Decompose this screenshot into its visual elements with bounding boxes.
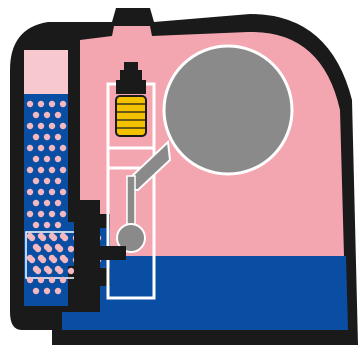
valve-seat	[100, 246, 126, 260]
bubble	[49, 167, 55, 173]
bubble	[60, 211, 66, 217]
bubble	[33, 222, 39, 228]
bubble	[49, 211, 55, 217]
bubble	[38, 189, 44, 195]
bubble	[27, 167, 33, 173]
bubble	[27, 211, 33, 217]
bubble	[62, 257, 68, 263]
bubble	[49, 145, 55, 151]
bubble	[57, 246, 63, 252]
bubble	[51, 257, 57, 263]
bubble	[44, 200, 50, 206]
bubble	[38, 123, 44, 129]
bubble	[60, 189, 66, 195]
bubble	[29, 235, 35, 241]
bubble	[60, 123, 66, 129]
bubble	[68, 268, 74, 274]
thermostatic-element-icon	[116, 62, 146, 136]
bubble	[55, 134, 61, 140]
float-ball-icon	[164, 46, 292, 174]
bubble	[33, 288, 39, 294]
bubble	[33, 156, 39, 162]
bubble	[49, 123, 55, 129]
bubble	[49, 101, 55, 107]
bubble	[46, 246, 52, 252]
bubble	[49, 277, 55, 283]
bubble	[55, 200, 61, 206]
bubble	[55, 222, 61, 228]
bubble	[27, 123, 33, 129]
inlet-steam-top	[24, 50, 68, 94]
bubble	[27, 277, 33, 283]
bubble	[38, 101, 44, 107]
bubble	[55, 156, 61, 162]
bubble	[38, 211, 44, 217]
bubble	[27, 189, 33, 195]
bubble	[60, 277, 66, 283]
bubble	[60, 167, 66, 173]
bubble	[46, 268, 52, 274]
bubble	[62, 235, 68, 241]
bubble	[33, 200, 39, 206]
bubble	[40, 235, 46, 241]
bubble	[38, 277, 44, 283]
bubble	[29, 257, 35, 263]
bubble	[49, 189, 55, 195]
bubble	[44, 178, 50, 184]
bubble	[40, 257, 46, 263]
bubble	[68, 246, 74, 252]
bubble	[55, 288, 61, 294]
bubble	[44, 156, 50, 162]
bubble	[44, 112, 50, 118]
bubble	[55, 112, 61, 118]
bubble	[33, 178, 39, 184]
bubble	[27, 145, 33, 151]
bubble	[60, 145, 66, 151]
bubble	[33, 112, 39, 118]
bubble	[44, 134, 50, 140]
bubble	[60, 101, 66, 107]
bubble	[35, 268, 41, 274]
bubble	[35, 246, 41, 252]
bubble	[27, 101, 33, 107]
bubble	[51, 235, 57, 241]
bubble	[57, 268, 63, 274]
bubble	[38, 145, 44, 151]
bubble	[38, 167, 44, 173]
bubble	[44, 288, 50, 294]
bubble	[44, 222, 50, 228]
condensate-pool	[62, 256, 348, 330]
bubble	[33, 134, 39, 140]
bubble	[55, 178, 61, 184]
